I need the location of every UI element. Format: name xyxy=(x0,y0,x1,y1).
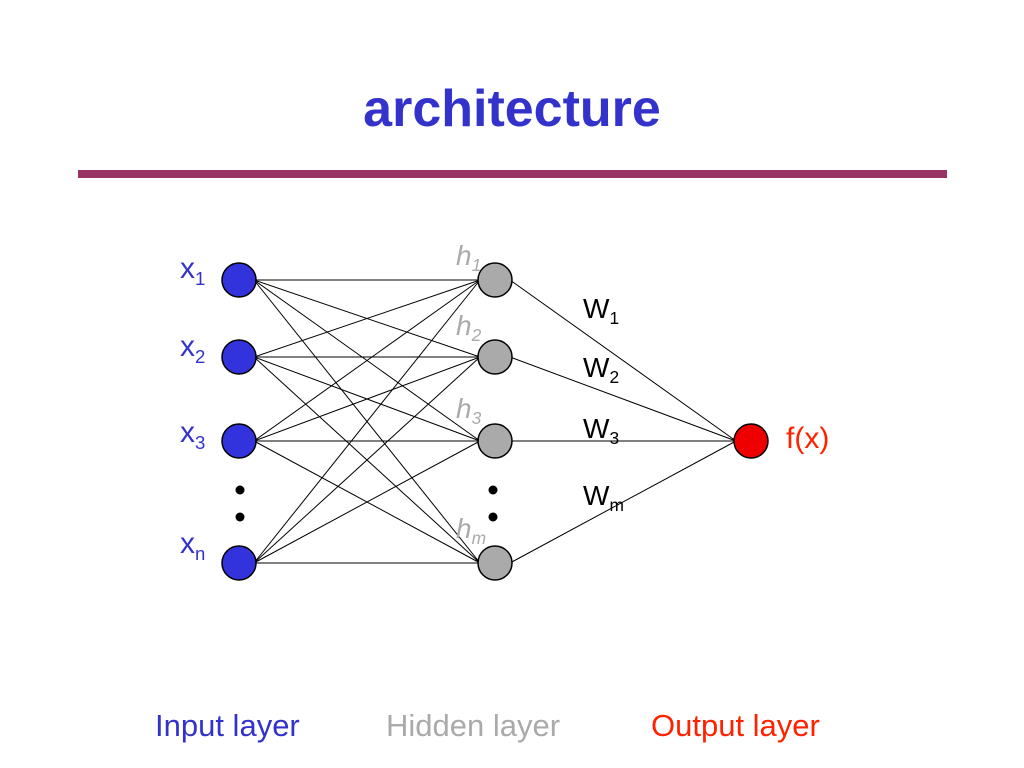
title-divider xyxy=(78,170,947,178)
input-layer-caption: Input layer xyxy=(155,708,300,743)
hidden-node-3 xyxy=(477,423,513,459)
edge-hidden-1-output xyxy=(509,279,737,442)
edge-input-4-hidden-1 xyxy=(253,279,481,564)
output-layer-nodes xyxy=(733,423,769,459)
edge-hidden-2-output xyxy=(509,356,737,442)
hidden-node-4 xyxy=(477,545,513,581)
ellipsis-dot-3 xyxy=(488,485,498,495)
input-node-label-1: x1 xyxy=(180,252,206,289)
weight-label-2: W2 xyxy=(583,352,620,388)
input-node-label-3: x3 xyxy=(180,416,206,453)
ellipsis-dot-4 xyxy=(488,512,498,522)
weight-label-1: W1 xyxy=(583,293,620,329)
weight-label-3: W3 xyxy=(583,413,620,449)
slide-title: architecture xyxy=(363,80,661,138)
edge-input-4-hidden-3 xyxy=(253,440,481,564)
hidden-layer-nodes xyxy=(477,262,513,581)
hidden-node-label-1: h1 xyxy=(456,240,482,276)
ellipsis-dot-1 xyxy=(235,485,245,495)
ellipsis-dots xyxy=(235,485,498,522)
hidden-output-connections xyxy=(509,279,737,564)
weight-label-m: Wm xyxy=(583,480,624,516)
hidden-layer-caption: Hidden layer xyxy=(386,708,561,743)
hidden-node-label-3: h3 xyxy=(456,393,482,429)
edge-hidden-4-output xyxy=(509,440,737,564)
input-node-label-n: xn xyxy=(180,527,206,564)
edge-input-3-hidden-2 xyxy=(253,356,481,442)
hidden-node-1 xyxy=(477,262,513,298)
input-node-4 xyxy=(221,545,257,581)
hidden-node-label-m: hm xyxy=(456,513,487,549)
edge-input-3-hidden-1 xyxy=(253,279,481,442)
hidden-node-2 xyxy=(477,339,513,375)
input-node-3 xyxy=(221,423,257,459)
input-node-1 xyxy=(221,262,257,298)
output-node-label: f(x) xyxy=(786,422,830,455)
hidden-node-label-2: h2 xyxy=(456,310,482,346)
ellipsis-dot-2 xyxy=(235,512,245,522)
edge-input-4-hidden-2 xyxy=(253,356,481,564)
input-layer-nodes xyxy=(221,262,257,581)
input-node-2 xyxy=(221,339,257,375)
output-layer-caption: Output layer xyxy=(651,708,820,743)
input-hidden-connections xyxy=(253,279,481,564)
edge-input-2-hidden-1 xyxy=(253,279,481,358)
input-node-label-2: x2 xyxy=(180,330,206,367)
output-node xyxy=(733,423,769,459)
